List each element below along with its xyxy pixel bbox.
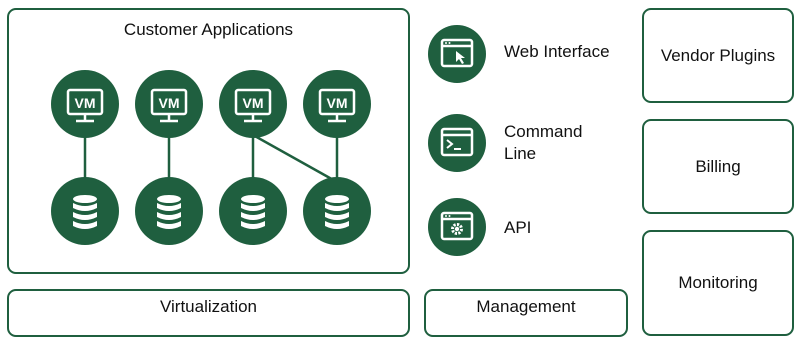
database-node <box>51 177 119 245</box>
monitoring-label: Monitoring <box>678 273 758 292</box>
virtualization-label: Virtualization <box>159 297 258 316</box>
vm-label: VM <box>159 95 180 111</box>
web-interface-node <box>428 25 486 83</box>
vm-label: VM <box>327 95 348 111</box>
browser-cursor-icon <box>440 38 474 68</box>
database-node <box>303 177 371 245</box>
vm-node: VM <box>219 70 287 138</box>
browser-gear-icon <box>440 211 474 241</box>
connection-vm3-db4 <box>252 133 338 184</box>
web-interface-label: Web Interface <box>504 42 610 61</box>
customer-applications-title: Customer Applications <box>123 20 294 39</box>
vm-node: VM <box>135 70 203 138</box>
database-icon <box>73 195 97 229</box>
management-bar: Management <box>424 289 628 337</box>
vm-node: VM <box>303 70 371 138</box>
database-icon <box>241 195 265 229</box>
api-node <box>428 198 486 256</box>
database-node <box>135 177 203 245</box>
command-line-label: Command Line <box>504 122 583 163</box>
api-label: API <box>504 218 532 237</box>
vendor-plugins-box: Vendor Plugins <box>642 8 794 103</box>
vm-label: VM <box>243 95 264 111</box>
vm-label: VM <box>75 95 96 111</box>
management-label: Management <box>476 297 576 316</box>
connection-lines <box>83 133 339 184</box>
terminal-icon <box>440 127 474 157</box>
database-icon <box>157 195 181 229</box>
database-node <box>219 177 287 245</box>
vm-node: VM <box>51 70 119 138</box>
virtualization-bar: Virtualization <box>7 289 410 337</box>
database-icon <box>325 195 349 229</box>
command-line-node <box>428 114 486 172</box>
vm-topology-diagram: VM VM VM VM <box>51 70 371 245</box>
vendor-plugins-label: Vendor Plugins <box>660 45 776 65</box>
billing-label: Billing <box>695 156 741 176</box>
monitoring-box: Monitoring <box>642 230 794 336</box>
billing-box: Billing <box>642 119 794 214</box>
